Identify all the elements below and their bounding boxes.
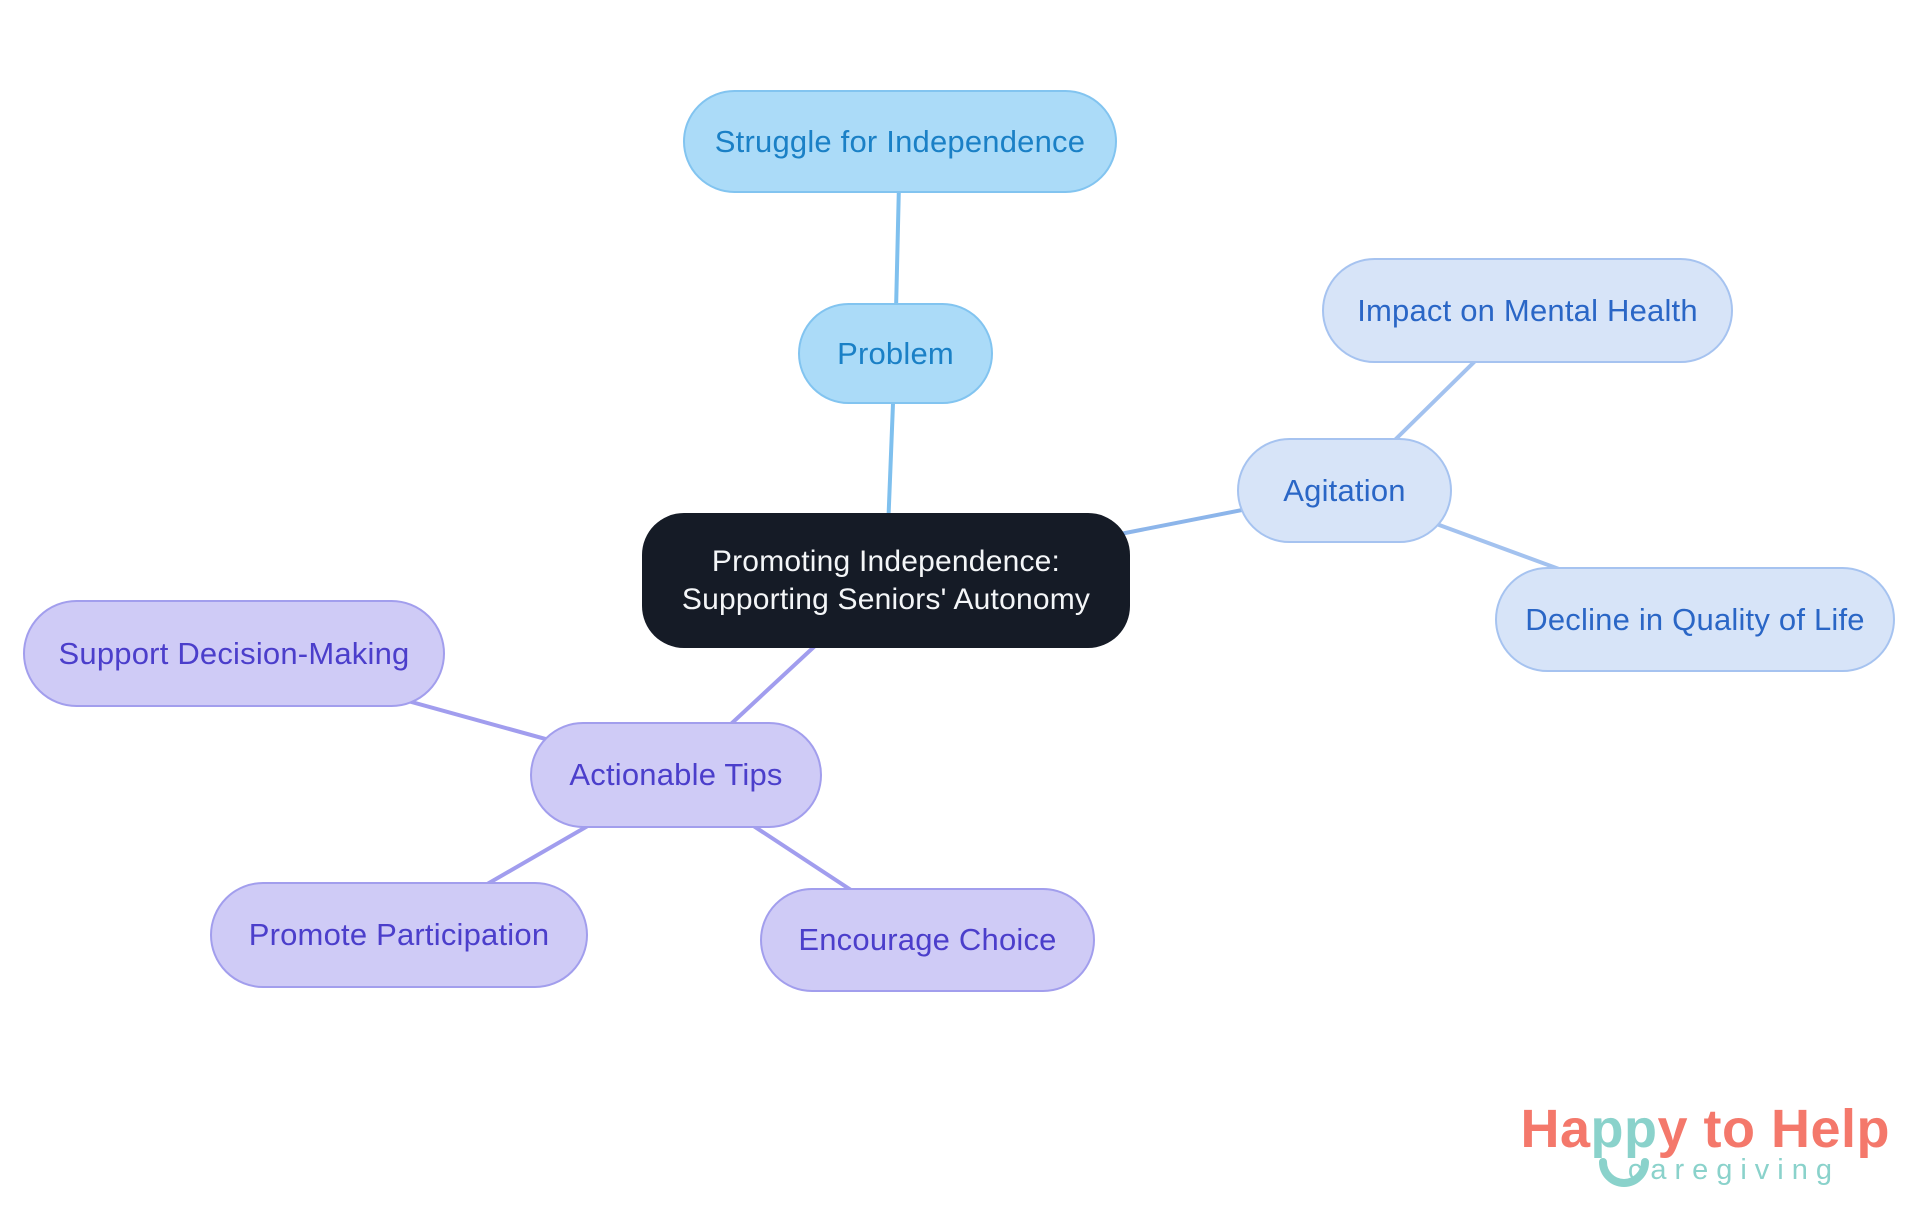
node-label: Problem (837, 335, 954, 371)
node-promote-participation: Promote Participation (210, 882, 588, 988)
node-impact-on-mental-health: Impact on Mental Health (1322, 258, 1733, 363)
node-label: Decline in Quality of Life (1525, 601, 1865, 637)
node-label: Support Decision-Making (58, 635, 410, 671)
node-label: Actionable Tips (569, 757, 783, 792)
central-topic-line2: Supporting Seniors' Autonomy (681, 582, 1091, 616)
node-label: Struggle for Independence (714, 123, 1086, 159)
node-label: Promote Participation (248, 917, 550, 952)
logo-text-pp-letters: pp (1590, 1099, 1658, 1159)
logo-text-rest: y to Help (1657, 1099, 1890, 1159)
logo-text-ha: Ha (1520, 1099, 1591, 1159)
smile-icon (1598, 1158, 1649, 1187)
node-decline-in-quality-of-life: Decline in Quality of Life (1495, 567, 1895, 672)
node-actionable-tips: Actionable Tips (530, 722, 822, 828)
node-agitation: Agitation (1237, 438, 1452, 543)
node-label: Encourage Choice (798, 922, 1057, 957)
node-encourage-choice: Encourage Choice (760, 888, 1095, 992)
node-problem: Problem (798, 303, 993, 404)
logo-tagline: caregiving (1627, 1154, 1840, 1186)
logo-text-pp: pp (1590, 1098, 1658, 1187)
node-struggle-for-independence: Struggle for Independence (683, 90, 1117, 193)
node-support-decision-making: Support Decision-Making (23, 600, 445, 707)
node-label: Impact on Mental Health (1357, 292, 1698, 328)
node-label: Agitation (1283, 472, 1406, 508)
central-topic-line1: Promoting Independence: (711, 544, 1061, 578)
node-central-topic: Promoting Independence: Supporting Senio… (642, 513, 1130, 648)
